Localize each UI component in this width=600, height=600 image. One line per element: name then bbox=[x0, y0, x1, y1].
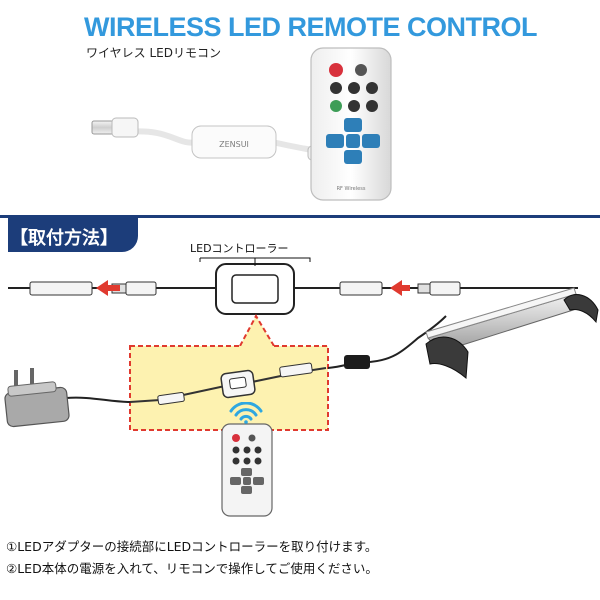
insert-arrow-right bbox=[390, 280, 410, 296]
page-title: WIRELESS LED REMOTE CONTROL bbox=[84, 12, 538, 42]
small-remote-button bbox=[243, 446, 251, 454]
callout-plug-left bbox=[157, 391, 185, 406]
wireless-signal-icon bbox=[229, 402, 263, 424]
controller-label: LEDコントローラー bbox=[190, 242, 289, 255]
small-remote-up bbox=[241, 468, 252, 476]
remote-down-button bbox=[344, 150, 362, 164]
adapter-cable bbox=[65, 396, 131, 403]
callout-controller-button bbox=[229, 376, 247, 390]
small-remote-button bbox=[254, 457, 262, 465]
remote-green-button bbox=[330, 100, 342, 112]
adapter-top bbox=[7, 381, 57, 397]
remote-button bbox=[366, 100, 378, 112]
receiver-module bbox=[191, 125, 277, 159]
inline-switch bbox=[344, 355, 370, 369]
small-remote-button bbox=[243, 457, 251, 465]
lamp-top bbox=[425, 287, 577, 339]
small-remote-left bbox=[230, 477, 241, 485]
small-remote-right bbox=[253, 477, 264, 485]
remote-right-button bbox=[362, 134, 380, 148]
remote-button bbox=[355, 64, 367, 76]
section-title: 【取付方法】 bbox=[10, 228, 118, 249]
remote-button bbox=[348, 100, 360, 112]
insert-arrow-left bbox=[96, 280, 120, 296]
lamp-cable-b bbox=[369, 315, 447, 363]
section-divider bbox=[0, 215, 600, 218]
instruction-step-1: ①LEDアダプターの接続部にLEDコントローラーを取り付けます。 bbox=[6, 539, 378, 554]
controller-plug-right bbox=[339, 281, 383, 296]
led-plug-right-tip bbox=[417, 283, 431, 294]
small-remote-button bbox=[232, 446, 240, 454]
adapter-prong bbox=[30, 368, 34, 384]
dc-plug-tip bbox=[91, 120, 115, 135]
led-lamp bbox=[425, 287, 599, 380]
small-remote bbox=[221, 423, 273, 517]
small-remote-button bbox=[254, 446, 262, 454]
small-remote-center bbox=[243, 477, 251, 485]
remote-left-button bbox=[326, 134, 344, 148]
product-illustration: ZENSUI bbox=[91, 117, 341, 161]
small-remote-down bbox=[241, 486, 252, 494]
lamp-stand-right bbox=[563, 294, 599, 324]
small-remote-button bbox=[248, 434, 256, 442]
large-remote: RF Wireless bbox=[310, 47, 392, 201]
callout-pointer bbox=[238, 313, 276, 347]
receiver-brand-text: ZENSUI bbox=[219, 140, 249, 149]
adapter-plug-left bbox=[29, 281, 93, 296]
lamp-stand-left bbox=[425, 336, 469, 380]
small-remote-button bbox=[232, 457, 240, 465]
remote-button bbox=[330, 82, 342, 94]
connection-line bbox=[8, 257, 578, 315]
section-header-tab bbox=[8, 218, 138, 252]
led-plug-right bbox=[429, 281, 461, 296]
remote-button bbox=[348, 82, 360, 94]
controller-button-panel bbox=[231, 274, 279, 304]
adapter-prong bbox=[14, 370, 18, 386]
small-remote-power bbox=[232, 434, 240, 442]
controller-plug-left bbox=[125, 281, 157, 296]
remote-power-button bbox=[329, 63, 343, 77]
dc-plug-housing bbox=[111, 117, 139, 138]
callout-plug-right bbox=[279, 362, 313, 378]
ac-adapter bbox=[4, 368, 70, 428]
product-cable-left bbox=[127, 128, 197, 146]
callout-join bbox=[242, 344, 272, 349]
remote-caption: RF Wireless bbox=[337, 186, 366, 192]
remote-center-button bbox=[346, 134, 360, 148]
instruction-step-2: ②LED本体の電源を入れて、リモコンで操作してご使用ください。 bbox=[6, 561, 378, 576]
remote-up-button bbox=[344, 118, 362, 132]
controller-label-bracket bbox=[199, 257, 311, 262]
page-subtitle: ワイヤレス LEDリモコン bbox=[86, 46, 221, 60]
remote-button bbox=[366, 82, 378, 94]
